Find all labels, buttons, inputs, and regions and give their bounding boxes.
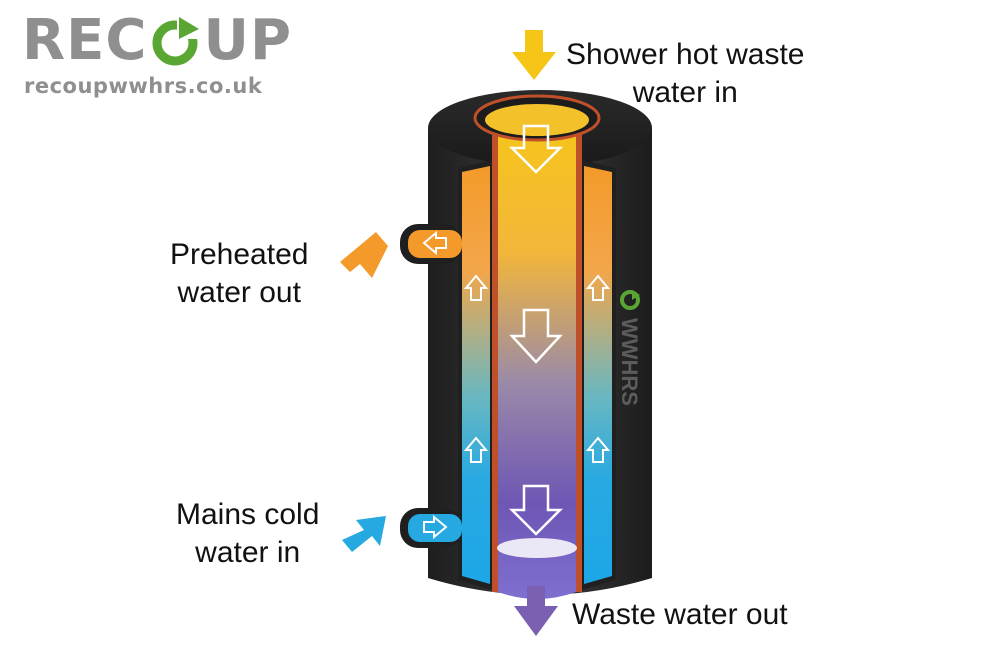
preheated-out-arrow-icon	[340, 232, 388, 278]
recoup-ring-icon	[152, 17, 200, 66]
logo-text-right: UP	[203, 8, 292, 73]
core-down-arrow	[508, 124, 564, 174]
waste-out-label: Waste water out	[572, 598, 788, 631]
shower-in-label: Shower hot waste water in	[566, 36, 804, 112]
pipe-logo	[620, 290, 640, 310]
preheated-out-port	[400, 224, 462, 264]
annulus-up-arrow	[585, 436, 611, 463]
waste-out-arrow-icon	[514, 586, 558, 636]
mains-in-label-line1: Mains cold	[176, 498, 320, 531]
left-annulus-flow	[462, 166, 490, 584]
mains-in-port	[400, 508, 462, 548]
logo-text-left: REC	[22, 8, 148, 73]
annulus-up-arrow	[585, 274, 611, 301]
annulus-up-arrow	[463, 436, 489, 463]
inner-waste-pipe	[473, 94, 601, 599]
preheated-out-label-line1: Preheated	[170, 238, 309, 271]
logo-url: recoupwwhrs.co.uk	[24, 74, 263, 98]
core-flow-arrows	[508, 124, 564, 536]
shower-in-arrow-icon	[512, 30, 556, 80]
right-annulus-flow	[584, 166, 612, 584]
port-out-arrow	[422, 230, 447, 256]
shower-in-label-line2: water in	[632, 76, 738, 109]
port-in-arrow	[423, 514, 448, 540]
mains-in-label-line2: water in	[195, 536, 301, 569]
annulus-up-arrow	[463, 274, 489, 301]
preheated-out-label-line2: water out	[177, 276, 301, 309]
annulus-flow-arrows	[422, 230, 611, 540]
mains-in-arrow-icon	[342, 516, 386, 552]
recoup-logo: REC UP	[22, 10, 292, 72]
shower-in-label-line1: Shower hot waste	[566, 38, 805, 71]
pipe-text: WWHRS	[617, 318, 642, 406]
core-down-arrow	[508, 484, 564, 536]
mains-in-label: Mains cold water in	[176, 496, 319, 572]
preheated-out-label: Preheated water out	[170, 236, 308, 312]
core-down-arrow	[509, 308, 563, 364]
